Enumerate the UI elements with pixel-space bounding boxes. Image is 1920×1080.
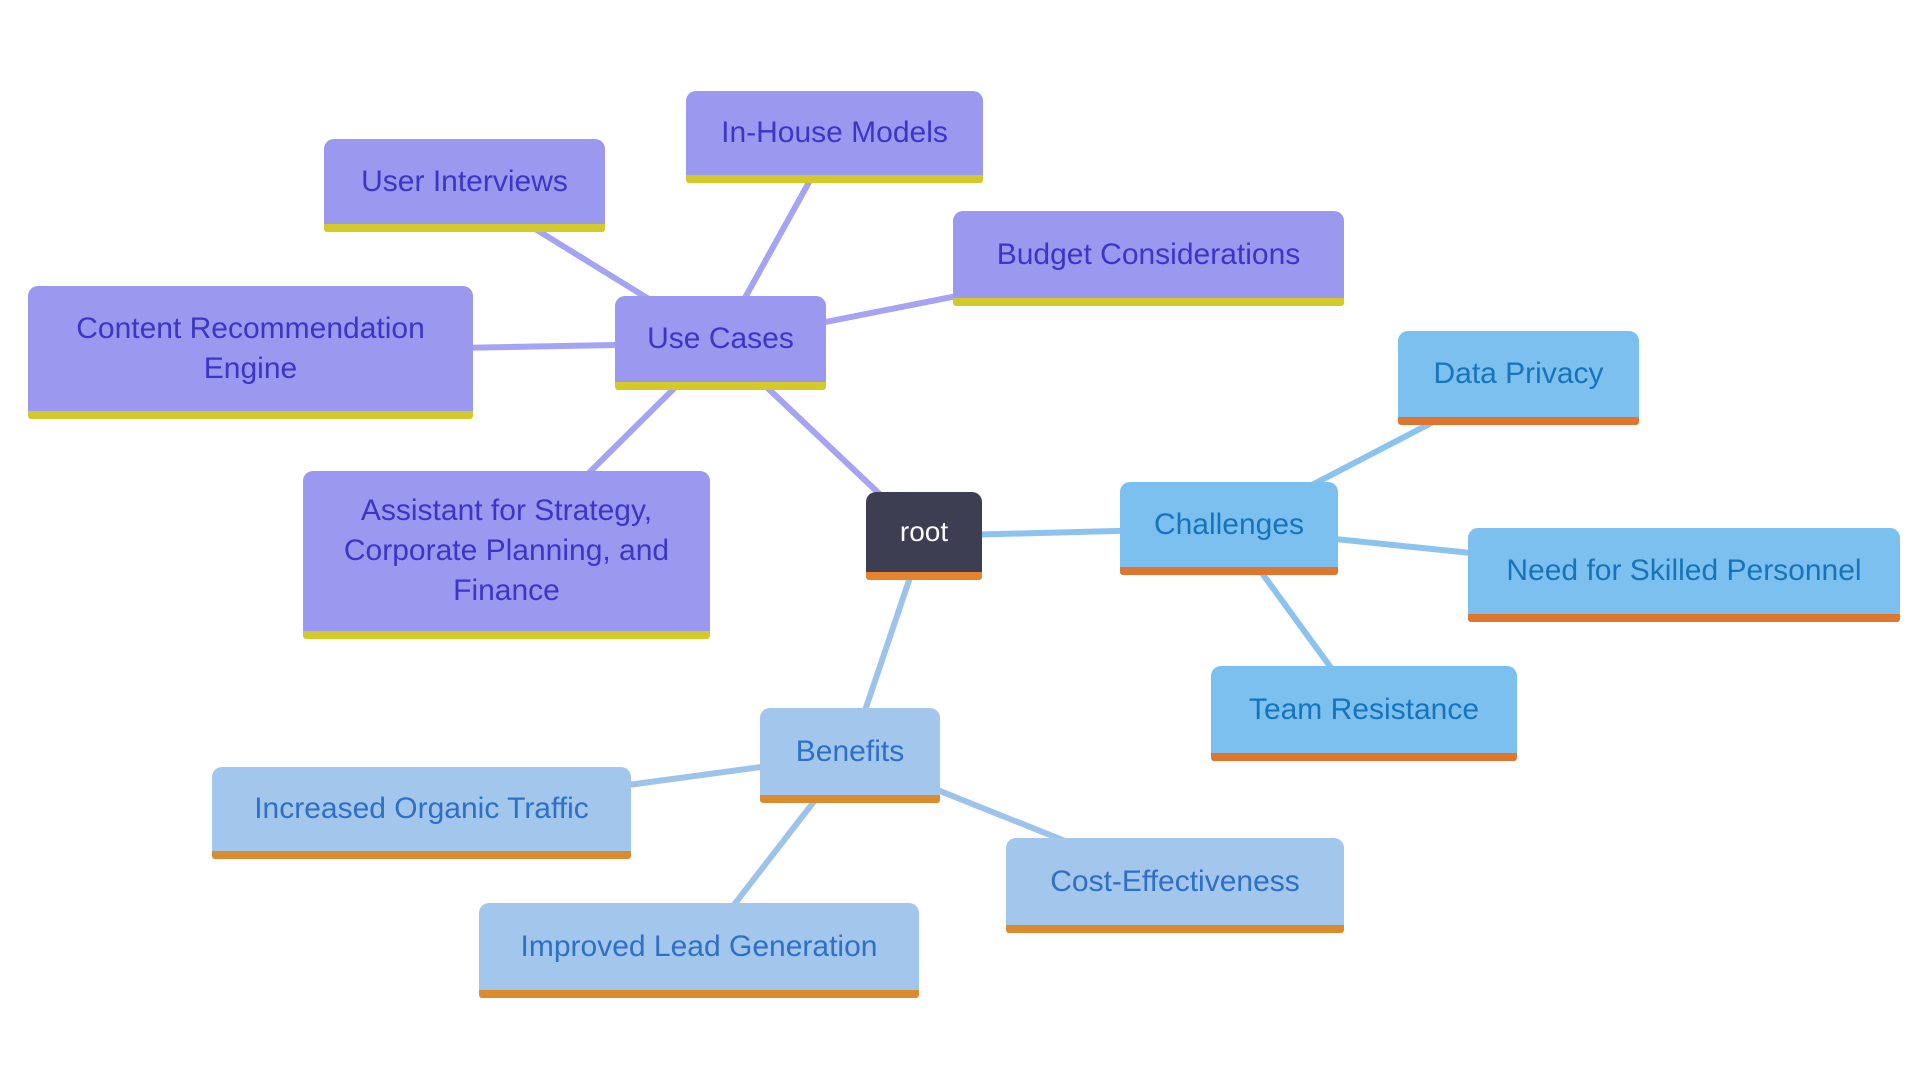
- node-label: Cost-Effectiveness: [1050, 864, 1300, 898]
- node-cost-effectiveness[interactable]: Cost-Effectiveness: [1006, 838, 1344, 933]
- node-content-recommendation-engine[interactable]: Content Recommendation Engine: [28, 286, 473, 419]
- node-user-interviews[interactable]: User Interviews: [324, 139, 605, 232]
- node-challenges[interactable]: Challenges: [1120, 482, 1338, 575]
- node-label: Use Cases: [647, 322, 794, 356]
- node-label: Challenges: [1153, 507, 1305, 541]
- node-label: In-House Models: [721, 116, 948, 150]
- node-label: User Interviews: [361, 164, 568, 198]
- node-benefits[interactable]: Benefits: [760, 708, 940, 803]
- node-data-privacy[interactable]: Data Privacy: [1398, 331, 1639, 425]
- node-increased-organic-traffic[interactable]: Increased Organic Traffic: [212, 767, 631, 859]
- node-label: Team Resistance: [1248, 692, 1480, 726]
- node-label: Benefits: [795, 734, 905, 768]
- node-need-skilled-personnel[interactable]: Need for Skilled Personnel: [1468, 528, 1900, 622]
- node-root[interactable]: root: [866, 492, 982, 580]
- node-label: Data Privacy: [1433, 357, 1604, 391]
- node-label: Assistant for Strategy, Corporate Planni…: [343, 494, 670, 607]
- node-budget-considerations[interactable]: Budget Considerations: [953, 211, 1344, 306]
- node-label: Budget Considerations: [996, 237, 1301, 271]
- node-label: root: [899, 516, 949, 548]
- node-improved-lead-generation[interactable]: Improved Lead Generation: [479, 903, 919, 998]
- node-label: Need for Skilled Personnel: [1506, 554, 1862, 588]
- node-label: Increased Organic Traffic: [254, 792, 589, 826]
- node-label: Improved Lead Generation: [520, 929, 878, 963]
- node-assistant-strategy[interactable]: Assistant for Strategy, Corporate Planni…: [303, 471, 710, 639]
- node-in-house-models[interactable]: In-House Models: [686, 91, 983, 183]
- node-team-resistance[interactable]: Team Resistance: [1211, 666, 1517, 761]
- node-label: Content Recommendation Engine: [76, 311, 425, 385]
- node-use-cases[interactable]: Use Cases: [615, 296, 826, 390]
